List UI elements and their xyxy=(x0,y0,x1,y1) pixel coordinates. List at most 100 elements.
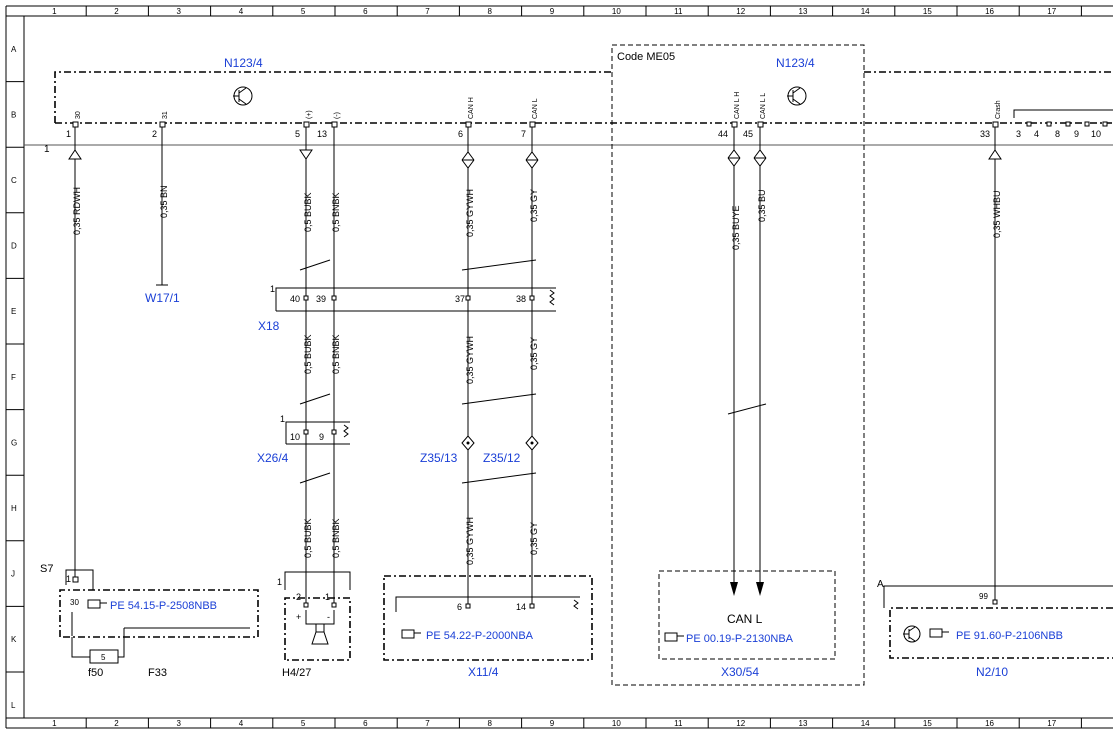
row-label: G xyxy=(11,438,17,447)
svg-text:(-): (-) xyxy=(334,112,341,119)
n2-control-unit[interactable]: A 99 PE 91.60-P-2106NBB N2/10 xyxy=(877,579,1113,679)
column-label: 5 xyxy=(301,719,306,728)
svg-text:0,35 BN: 0,35 BN xyxy=(159,185,169,218)
row-label: B xyxy=(11,110,16,119)
x30-text: CAN L xyxy=(727,612,763,626)
n123-label-left: N123/4 xyxy=(224,56,263,70)
svg-text:2: 2 xyxy=(152,129,157,139)
transistor-icon xyxy=(787,86,807,106)
code-me05-box[interactable]: Code ME05 xyxy=(611,44,865,686)
svg-text:+: + xyxy=(296,612,301,622)
column-label: 17 xyxy=(1047,719,1056,728)
svg-text:CAN L: CAN L xyxy=(532,98,539,119)
ref-a-label: A xyxy=(877,579,884,590)
svg-text:44: 44 xyxy=(718,129,728,139)
x11-connector[interactable]: 6 14 PE 54.22-P-2000NBA X11/4 xyxy=(383,575,593,679)
svg-text:0,35 GY: 0,35 GY xyxy=(529,522,539,555)
column-label: 15 xyxy=(923,719,932,728)
s7-switch-block[interactable]: S7 1 30 5 f50 F33 PE 54.15-P-2508NBB xyxy=(40,563,259,679)
column-label: 2 xyxy=(114,719,119,728)
row-label: K xyxy=(11,635,17,644)
wire-bubk[interactable]: 0,5 BUBK 0,5 BUBK 0,5 BUBK xyxy=(299,127,331,604)
bar-ref-one: 1 xyxy=(44,144,50,155)
column-label: 1 xyxy=(52,7,57,16)
column-label: 17 xyxy=(1047,7,1056,16)
wire-gy[interactable]: 0,35 GY 0,35 GY 0,35 GY xyxy=(525,127,539,606)
svg-text:9: 9 xyxy=(319,432,324,442)
svg-text:0,5 BUBK: 0,5 BUBK xyxy=(303,334,313,374)
svg-text:1: 1 xyxy=(325,592,330,602)
svg-text:40: 40 xyxy=(290,294,300,304)
column-ticks xyxy=(85,6,1082,728)
pin-7: 7 CAN L xyxy=(521,98,539,139)
row-label: A xyxy=(11,45,17,54)
column-label: 6 xyxy=(363,7,368,16)
svg-text:31: 31 xyxy=(162,111,169,119)
row-label: E xyxy=(11,307,16,316)
svg-text:0,35 GY: 0,35 GY xyxy=(529,337,539,370)
pin-2: 2 31 xyxy=(152,111,169,139)
svg-text:9: 9 xyxy=(1074,129,1079,139)
svg-text:4: 4 xyxy=(1034,129,1039,139)
column-label: 8 xyxy=(488,7,493,16)
column-label: 13 xyxy=(799,719,808,728)
svg-text:0,35 RDWH: 0,35 RDWH xyxy=(72,187,82,235)
n123-label-right: N123/4 xyxy=(776,56,815,70)
svg-text:1: 1 xyxy=(66,129,71,139)
column-label: 14 xyxy=(861,7,870,16)
wire-bu[interactable]: 0,35 BU xyxy=(753,127,767,596)
svg-text:1: 1 xyxy=(277,577,282,587)
svg-text:0,35 BUYE: 0,35 BUYE xyxy=(731,205,741,250)
svg-text:CAN L L: CAN L L xyxy=(760,93,767,119)
column-label: 15 xyxy=(923,7,932,16)
svg-text:0,5 BUBK: 0,5 BUBK xyxy=(303,518,313,558)
svg-text:37: 37 xyxy=(455,294,465,304)
svg-text:2: 2 xyxy=(296,592,301,602)
wire-bn[interactable]: 0,35 BN xyxy=(156,127,169,286)
h4-label: H4/27 xyxy=(282,667,311,679)
wire-rdwh[interactable]: 0,35 RDWH xyxy=(68,127,82,577)
pin-1: 1 30 xyxy=(66,111,82,139)
column-label: 3 xyxy=(177,7,182,16)
svg-text:14: 14 xyxy=(516,602,526,612)
wire-gywh[interactable]: 0,35 GYWH 0,35 GYWH 0,35 GYWH xyxy=(461,127,537,606)
z35-12-splice[interactable]: Z35/12 xyxy=(483,435,539,465)
svg-text:6: 6 xyxy=(458,129,463,139)
wire-whbu[interactable]: 0,35 WHBU xyxy=(988,127,1002,600)
code-me05-label: Code ME05 xyxy=(617,51,675,63)
n123-control-unit[interactable]: N123/4 N123/4 1 xyxy=(24,56,1113,155)
s7-reference[interactable]: PE 54.15-P-2508NBB xyxy=(110,600,217,612)
x30-reference[interactable]: PE 00.19-P-2130NBA xyxy=(686,633,794,645)
transistor-icon xyxy=(233,86,253,106)
pointing-hand-icon xyxy=(87,599,107,609)
n2-reference[interactable]: PE 91.60-P-2106NBB xyxy=(956,630,1063,642)
column-label: 10 xyxy=(612,7,621,16)
svg-text:6: 6 xyxy=(457,602,462,612)
svg-text:0,5 BNBK: 0,5 BNBK xyxy=(331,192,341,232)
wire-buye[interactable]: 0,35 BUYE xyxy=(727,127,767,596)
svg-text:CAN H: CAN H xyxy=(468,97,475,119)
column-label: 9 xyxy=(550,719,555,728)
svg-text:8: 8 xyxy=(1055,129,1060,139)
f50-label: f50 xyxy=(88,667,103,679)
column-label: 7 xyxy=(425,719,430,728)
z35-13-label: Z35/13 xyxy=(420,451,458,465)
x30-connector[interactable]: CAN L PE 00.19-P-2130NBA X30/54 xyxy=(658,570,836,679)
x11-reference[interactable]: PE 54.22-P-2000NBA xyxy=(426,630,534,642)
s7-label: S7 xyxy=(40,563,53,575)
x18-connector[interactable]: 1 40 39 37 38 X18 xyxy=(258,284,556,333)
column-label: 11 xyxy=(674,719,683,728)
h4-speaker-block[interactable]: 1 2 1 + - H4/27 xyxy=(277,571,351,679)
x30-label: X30/54 xyxy=(721,665,759,679)
svg-text:1: 1 xyxy=(280,414,285,424)
x26-connector[interactable]: 1 10 9 X26/4 xyxy=(257,414,350,465)
wire-bnbk[interactable]: 0,5 BNBK 0,5 BNBK 0,5 BNBK xyxy=(331,127,341,604)
svg-text:38: 38 xyxy=(516,294,526,304)
svg-text:10: 10 xyxy=(1091,129,1101,139)
z35-13-splice[interactable]: Z35/13 xyxy=(420,435,475,465)
svg-text:0,35 GYWH: 0,35 GYWH xyxy=(465,336,475,384)
row-label: C xyxy=(11,176,17,185)
svg-text:10: 10 xyxy=(290,432,300,442)
column-label: 12 xyxy=(736,719,745,728)
